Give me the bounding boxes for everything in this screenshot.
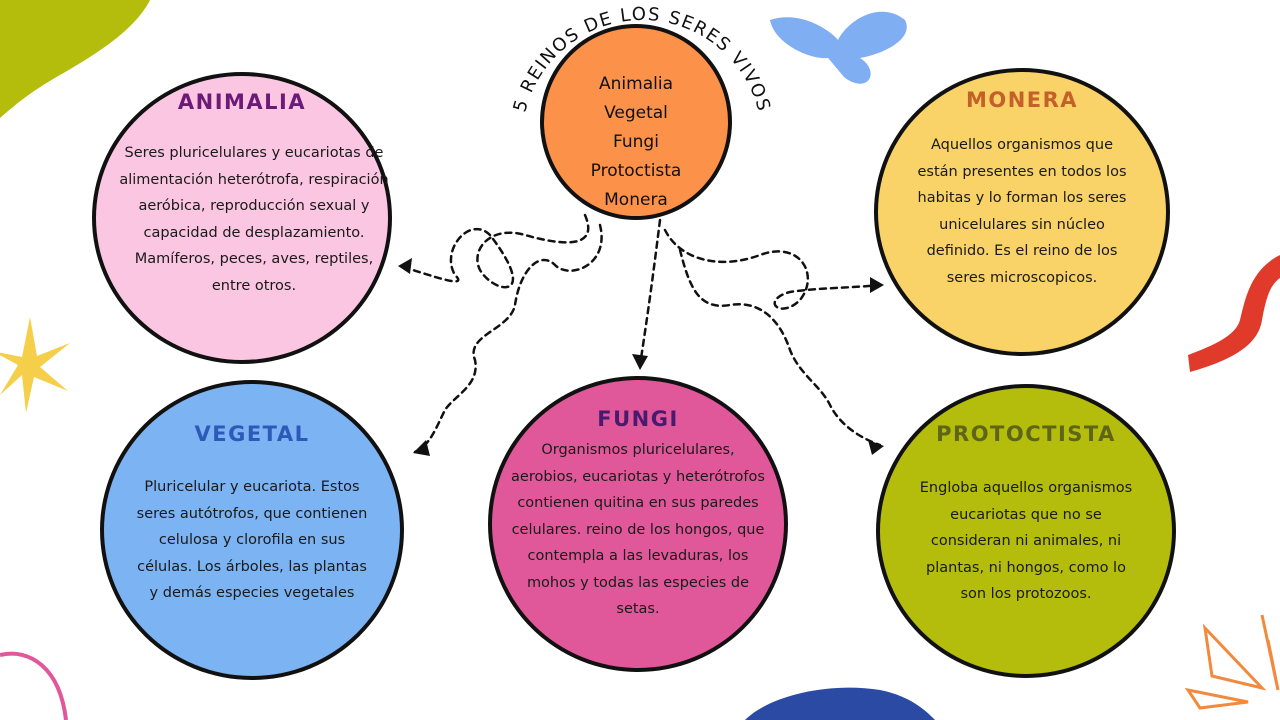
- center-circle: Animalia Vegetal Fungi Protoctista Moner…: [540, 24, 732, 220]
- animalia-title: ANIMALIA: [177, 90, 307, 114]
- monera-circle: MONERA Aquellos organismos que están pre…: [874, 68, 1170, 356]
- blue-flower-icon: [770, 11, 907, 84]
- monera-text: Aquellos organismos que están presentes …: [917, 137, 1127, 286]
- kingdom-item-animalia: Animalia: [599, 74, 673, 94]
- kingdom-item-vegetal: Vegetal: [604, 103, 668, 123]
- orange-triangles-shape: [1184, 614, 1280, 710]
- kingdom-list: Animalia Vegetal Fungi Protoctista Moner…: [544, 70, 728, 215]
- arrowhead-fungi: [632, 354, 648, 370]
- arrow-to-monera: [663, 228, 882, 310]
- red-squiggle-shape: [1188, 255, 1280, 372]
- connector-lines: [398, 213, 882, 454]
- kingdom-item-fungi: Fungi: [613, 132, 659, 152]
- protoctista-text: Engloba aquellos organismos eucariotas q…: [919, 480, 1133, 602]
- arrow-to-vegetal: [413, 223, 603, 454]
- arrowhead-protoctista: [868, 440, 884, 455]
- arrowheads: [398, 258, 884, 456]
- animalia-circle: ANIMALIA Seres pluricelulares y eucariot…: [92, 72, 392, 364]
- arrow-to-fungi: [638, 218, 662, 367]
- fungi-text: Organismos pluricelulares, aerobios, euc…: [511, 442, 765, 617]
- kingdom-item-monera: Monera: [604, 190, 668, 210]
- kingdom-item-protoctista: Protoctista: [590, 161, 682, 181]
- vegetal-title: VEGETAL: [194, 422, 310, 446]
- monera-title: MONERA: [965, 88, 1079, 112]
- fungi-title: FUNGI: [597, 407, 679, 431]
- arrow-to-animalia: [398, 213, 590, 289]
- pink-curve-shape: [0, 651, 68, 720]
- arrowhead-animalia: [398, 258, 412, 274]
- navy-blob-shape: [745, 687, 935, 720]
- vegetal-text: Pluricelular y eucariota. Estos seres au…: [136, 479, 368, 601]
- yellow-star-icon: [0, 317, 70, 413]
- arrowhead-vegetal: [413, 440, 430, 456]
- protoctista-circle: PROTOCTISTA Engloba aquellos organismos …: [876, 384, 1176, 678]
- green-blob-shape: [0, 0, 150, 118]
- fungi-circle: FUNGI Organismos pluricelulares, aerobio…: [488, 376, 788, 672]
- arrow-to-protoctista: [678, 248, 882, 447]
- protoctista-title: PROTOCTISTA: [936, 422, 1116, 446]
- animalia-text: Seres pluricelulares y eucariotas de ali…: [119, 145, 389, 294]
- arrowhead-monera: [870, 277, 884, 293]
- vegetal-circle: VEGETAL Pluricelular y eucariota. Estos …: [100, 380, 404, 680]
